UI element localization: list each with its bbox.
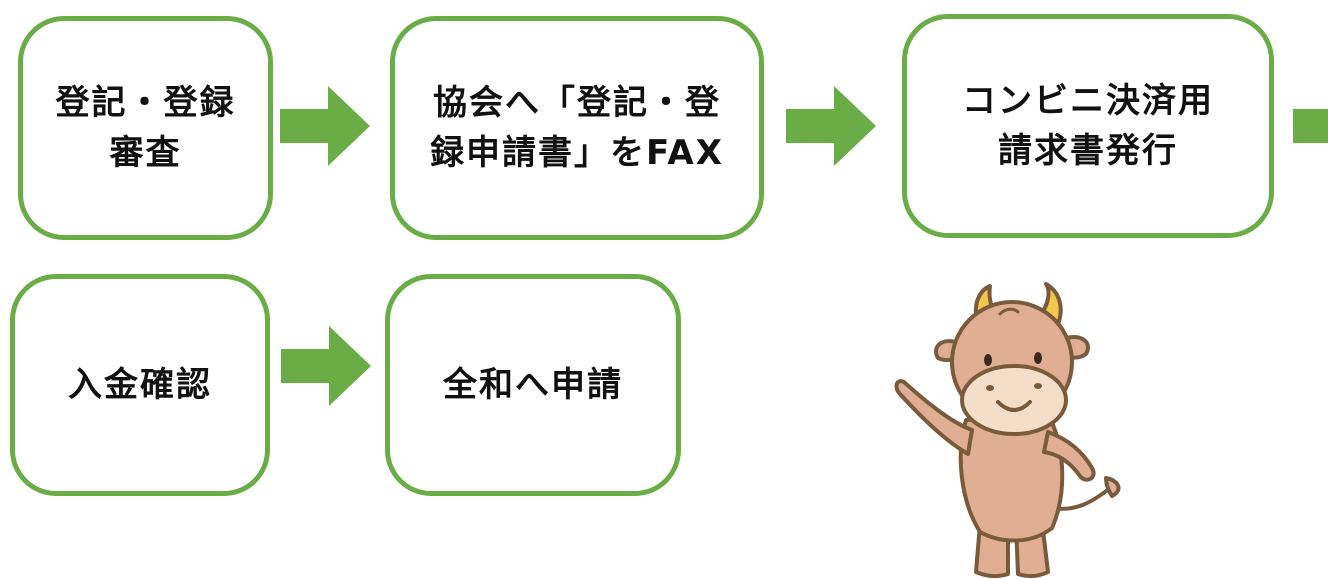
step-label: コンビニ決済用 請求書発行	[962, 81, 1214, 171]
step-box-fax-application: 協会へ「登記・登 録申請書」をFAX	[390, 16, 764, 240]
arrow-right-icon	[1293, 109, 1328, 143]
step-box-payment-confirmation: 入金確認	[10, 274, 270, 496]
step-box-zenwa-application: 全和へ申請	[385, 274, 681, 496]
step-label: 協会へ「登記・登 録申請書」をFAX	[430, 83, 724, 173]
step-label: 入金確認	[68, 365, 212, 405]
step-box-registration-review: 登記・登録 審査	[18, 16, 273, 240]
arrow-right-icon	[281, 326, 371, 406]
cow-illustration	[894, 282, 1121, 579]
step-label: 全和へ申請	[443, 365, 623, 405]
arrow-right-icon	[786, 86, 876, 166]
arrow-right-icon	[280, 86, 370, 166]
step-box-invoice-issue: コンビニ決済用 請求書発行	[902, 14, 1274, 238]
step-label: 登記・登録 審査	[55, 83, 236, 173]
